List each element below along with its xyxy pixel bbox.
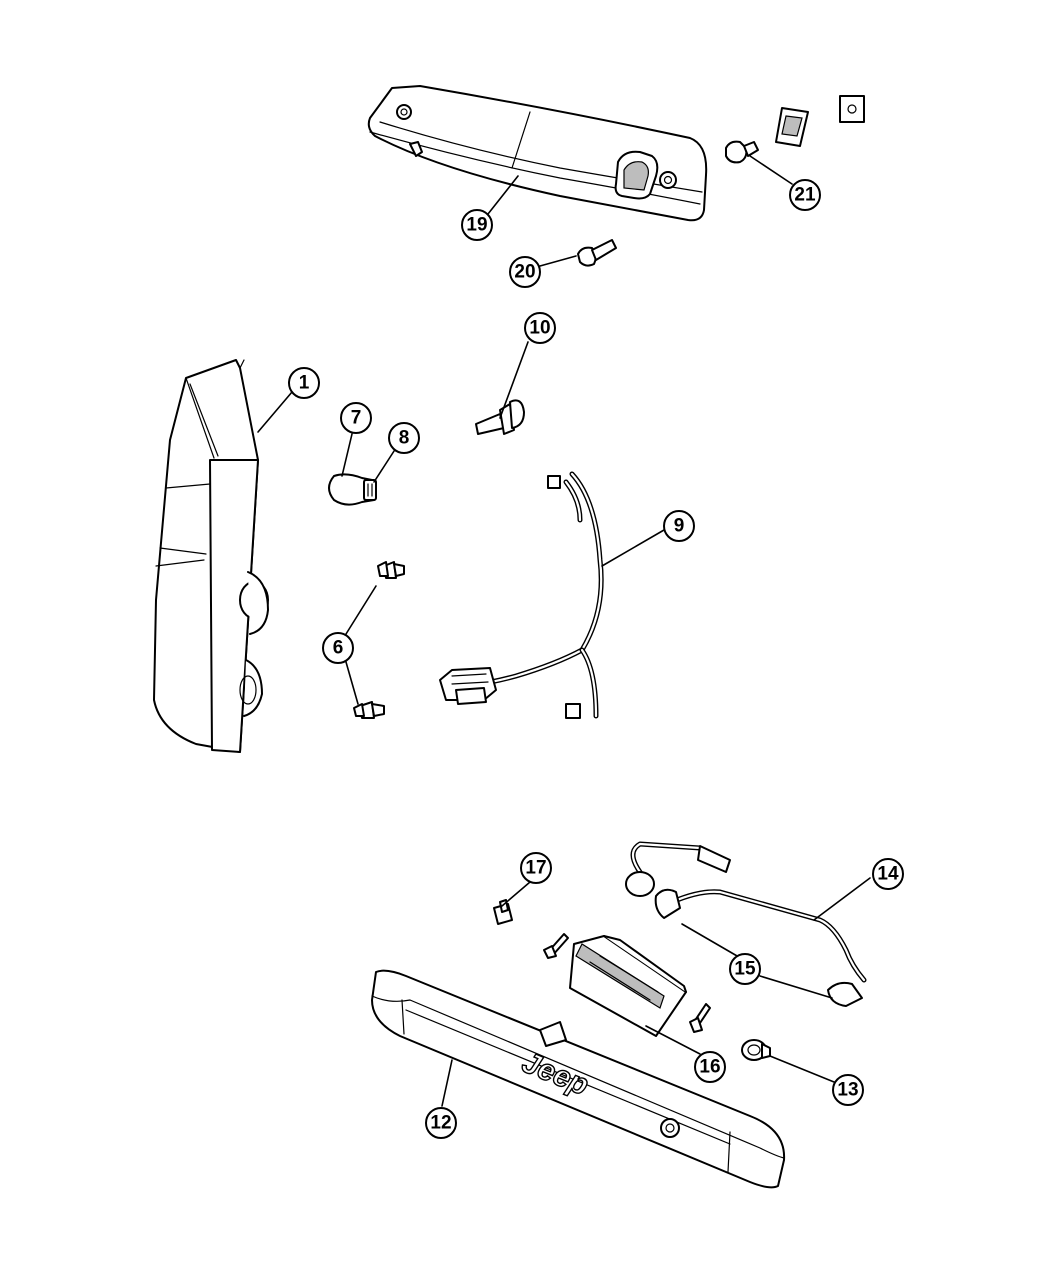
- callout-19: 19: [461, 209, 493, 241]
- svg-text:15: 15: [734, 959, 756, 980]
- svg-text:6: 6: [333, 638, 344, 659]
- callout-21: 21: [789, 179, 821, 211]
- svg-text:13: 13: [837, 1080, 858, 1101]
- handle-wiring-14: [625, 841, 867, 1007]
- svg-text:14: 14: [877, 864, 899, 885]
- svg-text:1: 1: [299, 373, 310, 394]
- callout-9: 9: [663, 510, 695, 542]
- nut-17: [493, 899, 513, 925]
- callout-10: 10: [524, 312, 556, 344]
- callout-15: 15: [729, 953, 761, 985]
- leader-lines: [257, 155, 871, 1107]
- socket-6-lower: [353, 701, 385, 719]
- grommet-13: [741, 1039, 771, 1061]
- svg-text:12: 12: [430, 1113, 451, 1134]
- svg-text:10: 10: [529, 318, 550, 339]
- svg-text:7: 7: [351, 408, 362, 429]
- callout-12: 12: [425, 1107, 457, 1139]
- svg-text:8: 8: [399, 428, 410, 449]
- bulb-7-8: [328, 473, 377, 506]
- svg-text:19: 19: [466, 215, 487, 236]
- screw-16-right: [689, 1003, 711, 1033]
- push-pin-10: [475, 399, 525, 435]
- screw-20: [577, 239, 617, 267]
- license-lamp-16: [569, 935, 687, 1037]
- socket-6-upper: [377, 561, 405, 579]
- callout-20: 20: [509, 256, 541, 288]
- callout-6: 6: [322, 632, 354, 664]
- callout-7: 7: [340, 402, 372, 434]
- svg-text:16: 16: [699, 1057, 720, 1078]
- svg-text:20: 20: [514, 262, 535, 283]
- callout-14: 14: [872, 858, 904, 890]
- svg-text:21: 21: [794, 185, 816, 206]
- wiring-harness-9: [439, 471, 604, 719]
- high-mount-stop-lamp: [367, 85, 708, 222]
- svg-text:17: 17: [525, 858, 546, 879]
- liftgate-handle: Jeep: [371, 969, 786, 1189]
- tail-lamp-assembly: [153, 359, 269, 753]
- callout-17: 17: [520, 852, 552, 884]
- screw-16-left: [543, 933, 569, 959]
- callout-8: 8: [388, 422, 420, 454]
- svg-text:9: 9: [674, 516, 685, 537]
- callout-13: 13: [832, 1074, 864, 1106]
- mounting-clip-pad: [775, 95, 865, 147]
- screw-21: [725, 140, 759, 164]
- callout-1: 1: [288, 367, 320, 399]
- callout-16: 16: [694, 1051, 726, 1083]
